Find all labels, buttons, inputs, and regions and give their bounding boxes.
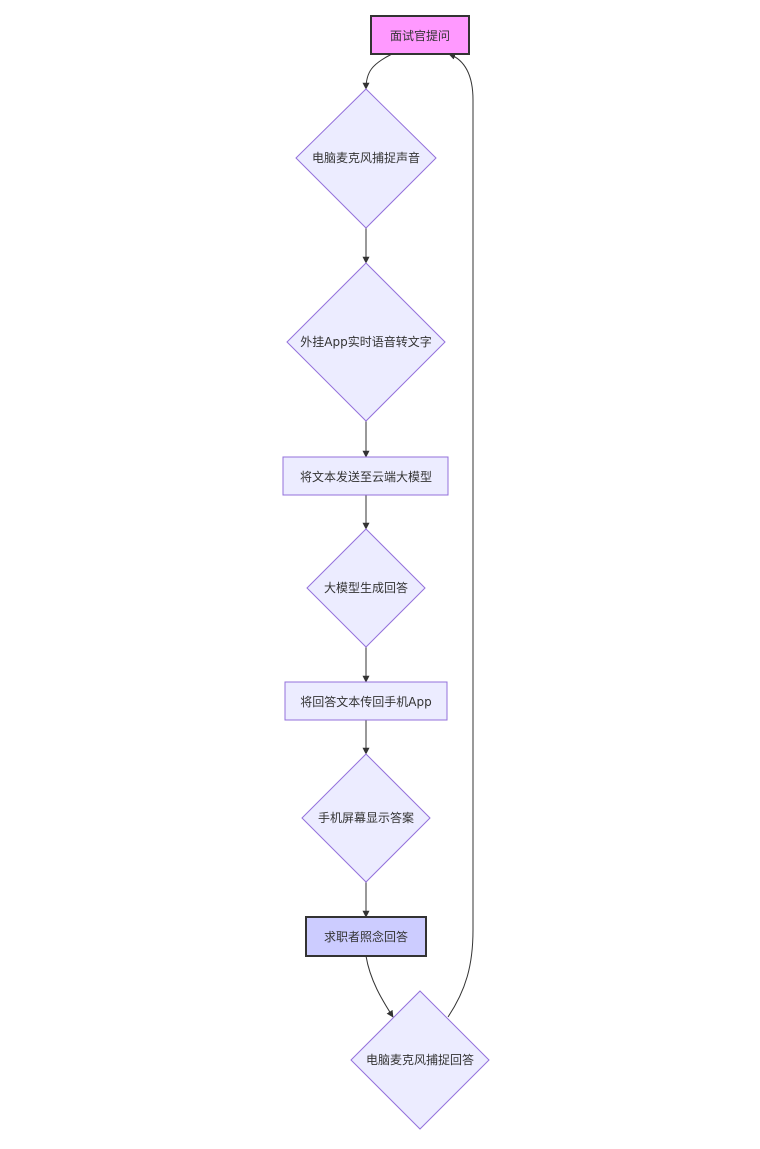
node-h-label: 求职者照念回答 <box>324 929 408 944</box>
node-e-label: 大模型生成回答 <box>324 580 408 595</box>
node-g: 手机屏幕显示答案 <box>301 753 431 883</box>
node-i-label: 电脑麦克风捕捉回答 <box>366 1052 474 1067</box>
node-e: 大模型生成回答 <box>306 528 426 648</box>
node-h: 求职者照念回答 <box>305 916 427 957</box>
node-i: 电脑麦克风捕捉回答 <box>350 990 490 1130</box>
node-a: 面试官提问 <box>370 15 470 55</box>
node-a-shape <box>370 15 470 55</box>
node-b-label: 电脑麦克风捕捉声音 <box>312 150 420 165</box>
node-c: 外挂App实时语音转文字 <box>286 262 446 422</box>
node-d-label: 将文本发送至云端大模型 <box>300 469 432 484</box>
node-g-label: 手机屏幕显示答案 <box>318 810 414 825</box>
node-g-shape <box>301 753 431 883</box>
edge-i-a <box>447 52 474 1018</box>
node-i-shape <box>350 990 490 1130</box>
node-f-shape <box>284 681 448 721</box>
node-d: 将文本发送至云端大模型 <box>282 456 449 496</box>
node-e-shape <box>306 528 426 648</box>
node-b-shape <box>295 88 437 229</box>
node-d-shape <box>282 456 449 496</box>
node-a-label: 面试官提问 <box>390 28 450 43</box>
node-c-label: 外挂App实时语音转文字 <box>300 334 431 349</box>
edge-a-b <box>362 53 393 90</box>
node-h-shape <box>305 916 427 957</box>
node-c-shape <box>286 262 446 422</box>
edges <box>362 52 474 1018</box>
node-b: 电脑麦克风捕捉声音 <box>295 88 437 229</box>
node-f: 将回答文本传回手机App <box>284 681 448 721</box>
edge-h-i <box>365 955 394 1018</box>
node-f-label: 将回答文本传回手机App <box>300 694 431 709</box>
